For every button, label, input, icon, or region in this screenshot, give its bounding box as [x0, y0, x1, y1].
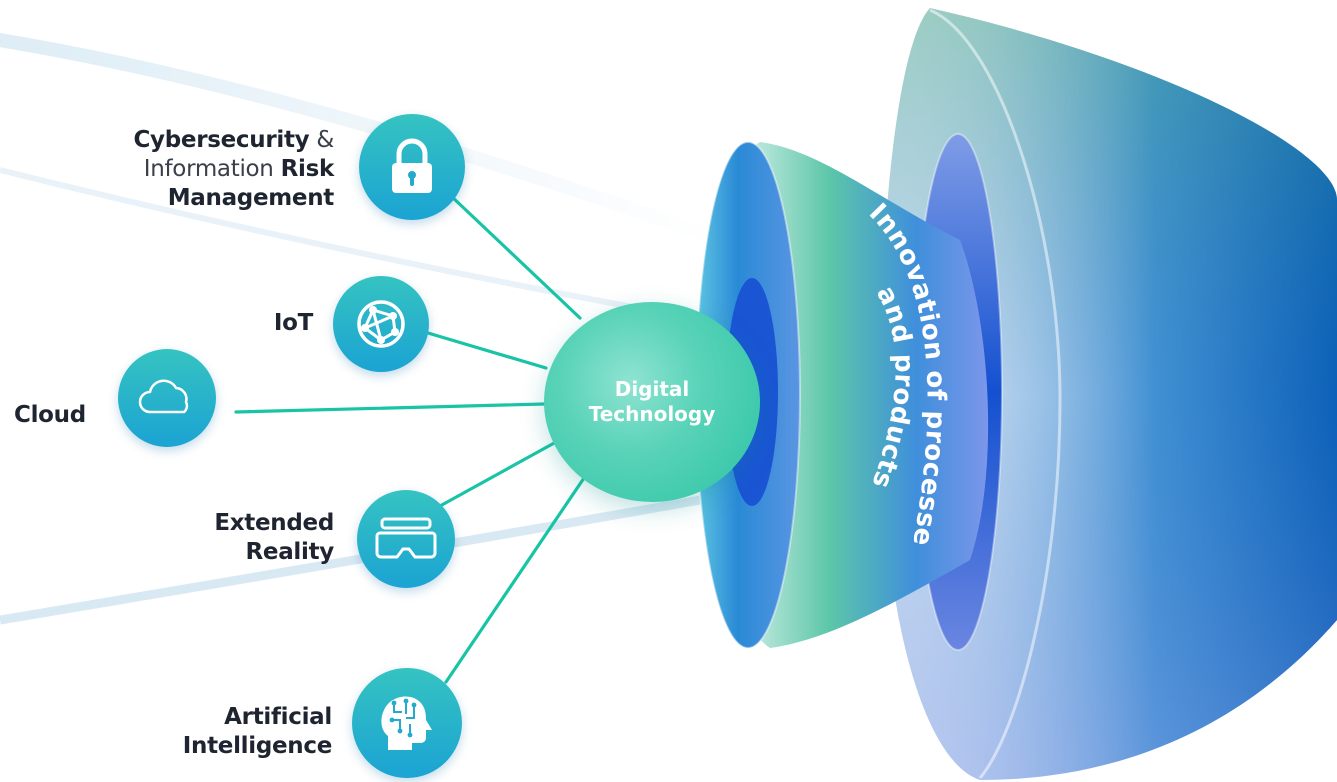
cybersecurity-word: Cybersecurity: [133, 127, 310, 153]
cloud-label: Cloud: [14, 401, 86, 430]
xr-line2: Reality: [245, 539, 335, 565]
ai-head-icon: [381, 696, 432, 750]
connectors: [234, 193, 586, 684]
digital-technology-node: Digital Technology: [544, 302, 760, 502]
ai-line2: Intelligence: [182, 733, 333, 759]
cloud-icon: [138, 379, 189, 414]
funnel-middle-disc: [695, 141, 989, 649]
iot-label: IoT: [274, 309, 313, 338]
ai-line1: Artificial: [224, 704, 332, 730]
ai-node: [352, 668, 462, 778]
ai-label: Artificial Intelligence: [182, 703, 333, 761]
risk-word: Risk: [280, 156, 335, 182]
information-word: Information: [143, 156, 274, 182]
light-streak: [0, 33, 727, 247]
iot-text: IoT: [273, 310, 313, 336]
xr-label: Extended Reality: [214, 509, 334, 567]
iot-node: [333, 276, 429, 372]
connector-iot: [426, 331, 548, 370]
cloud-node: [118, 349, 216, 447]
center-title-line1: Digital: [614, 377, 690, 401]
xr-node: [357, 490, 455, 588]
ampersand: &: [316, 127, 334, 153]
center-title-line2: Technology: [588, 402, 716, 426]
funnel-large-disc: [880, 8, 1337, 780]
xr-line1: Extended: [214, 510, 334, 536]
cybersecurity-node: [359, 114, 465, 220]
connector-ai: [444, 476, 586, 684]
cloud-text: Cloud: [14, 402, 86, 428]
light-streak: [0, 495, 701, 625]
management-word: Management: [167, 185, 335, 211]
connector-xr: [438, 440, 558, 508]
connector-cybersecurity: [448, 193, 582, 320]
vr-headset-icon: [375, 517, 437, 559]
lock-icon: [392, 138, 432, 193]
connector-cloud: [234, 402, 546, 414]
network-globe-icon: [357, 300, 405, 348]
cybersecurity-label: Cybersecurity & Information Risk Managem…: [133, 126, 334, 213]
